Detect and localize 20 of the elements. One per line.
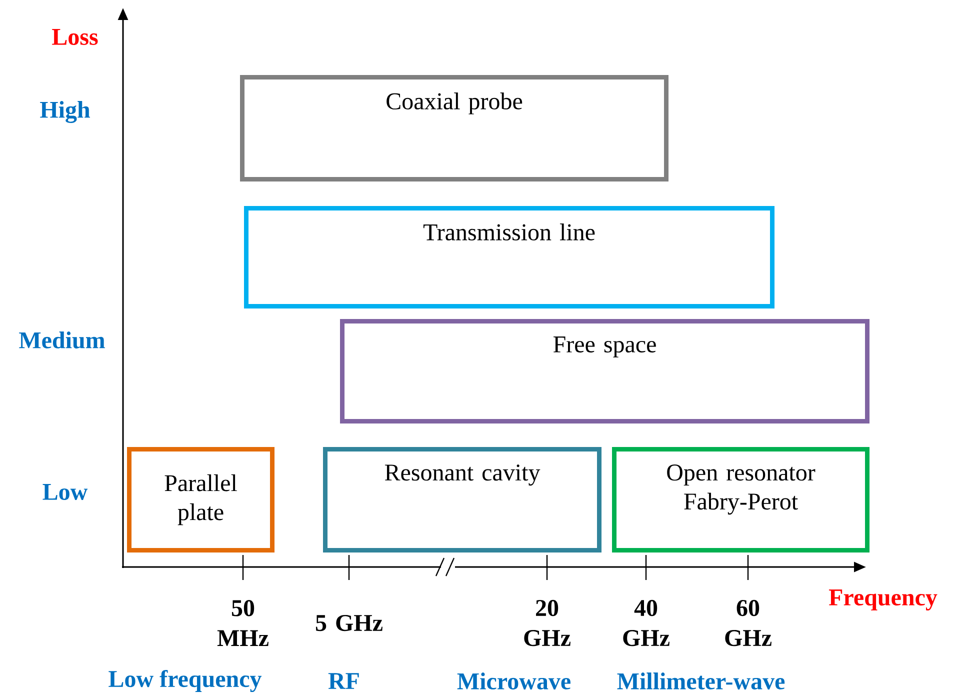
band-label: RF (328, 673, 359, 689)
loss-level-label: High (40, 101, 90, 123)
tick-label: 50 MHz (217, 600, 268, 646)
loss-level-label: Low (42, 484, 88, 500)
band-label: Microwave (457, 672, 570, 690)
tick-label: 20 GHz (524, 600, 570, 646)
tick-label: 5 GHz (316, 614, 382, 632)
method-box: Free space (340, 319, 870, 424)
method-box: Parallel plate (127, 447, 274, 552)
loss-level-label: Medium (19, 332, 105, 348)
axis-title: Frequency (828, 590, 938, 610)
method-box: Open resonator Fabry-Perot (612, 447, 870, 552)
band-label: Low frequency (108, 670, 262, 692)
method-box: Resonant cavity (323, 447, 602, 552)
method-box: Coaxial probe (240, 75, 668, 182)
tick-label: 60 GHz (725, 600, 772, 646)
axis-title: Loss (52, 29, 98, 45)
method-box: Transmission line (244, 206, 774, 308)
tick-label: 40 GHz (623, 600, 670, 646)
band-label: Millimeter-wave (617, 672, 785, 690)
